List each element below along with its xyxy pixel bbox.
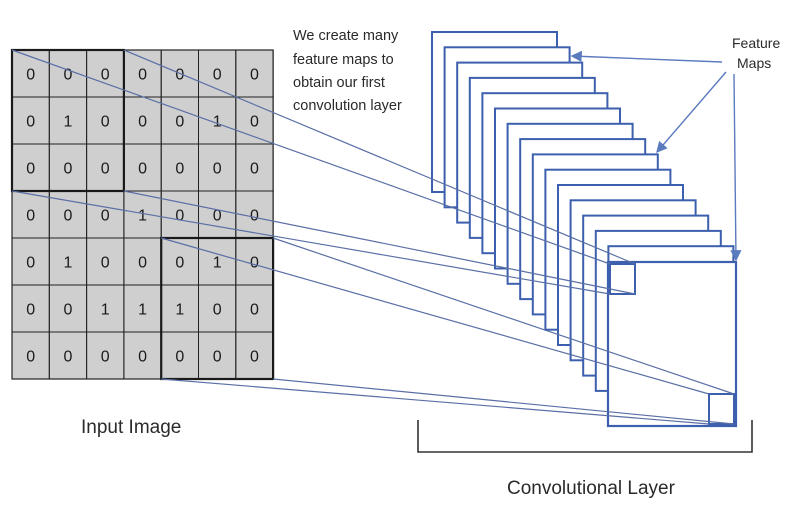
- grid-cell-value: 0: [63, 161, 72, 178]
- grid-cell-value: 0: [250, 161, 259, 178]
- feature-map-arrow: [656, 71, 727, 154]
- connector-line: [161, 378, 710, 425]
- grid-cell-value: 0: [26, 161, 35, 178]
- connector-line: [11, 49, 611, 265]
- grid-cell-value: 0: [101, 208, 110, 225]
- convolutional-layer-bracket: [417, 420, 753, 453]
- grid-cell-value: 1: [63, 114, 72, 131]
- grid-cell-value: 0: [175, 208, 184, 225]
- grid-cell-value: 0: [101, 67, 110, 84]
- grid-cell-value: 1: [213, 114, 222, 131]
- annotation-line: feature maps to: [293, 52, 394, 68]
- grid-cell-value: 0: [138, 114, 147, 131]
- grid-cell-value: 0: [250, 67, 259, 84]
- grid-cell-value: 0: [213, 208, 222, 225]
- output-pixel-bottom-right: [708, 393, 735, 425]
- grid-cell-value: 0: [138, 255, 147, 272]
- grid-cell-value: 1: [63, 255, 72, 272]
- grid-cell-value: 0: [101, 114, 110, 131]
- connector-line: [161, 237, 710, 395]
- grid-cell-value: 1: [138, 208, 147, 225]
- grid-cell-value: 0: [63, 349, 72, 366]
- grid-cell-value: 0: [101, 161, 110, 178]
- input-image-grid: 0 0 0 0 0 0 0 0 1 0 0 0 1 0 0 0 0 0 0 0 0 0 0 0 1 0 0 0 0 1 0 0 0 1 0 0 0 1 1 1…: [10, 48, 275, 381]
- connector-lines: [11, 49, 735, 425]
- feature-map-stack: [431, 31, 738, 428]
- grid-cell-value: 0: [26, 67, 35, 84]
- feature-map-arrow: [570, 50, 723, 63]
- input-image-label: Input Image: [81, 417, 181, 438]
- grid-background: [11, 49, 274, 380]
- grid-cell-value: 0: [138, 67, 147, 84]
- feature-maps-label-line: Feature: [732, 35, 780, 51]
- connector-line: [123, 49, 636, 265]
- grid-cell-value: 0: [26, 302, 35, 319]
- grid-cell-value: 0: [213, 67, 222, 84]
- grid-cell-value: 0: [138, 161, 147, 178]
- grid-cell-value: 1: [138, 302, 147, 319]
- grid-cell-value: 0: [175, 114, 184, 131]
- grid-cell-value: 0: [26, 114, 35, 131]
- filter-window-top-left: [10, 48, 126, 193]
- connector-line: [273, 378, 735, 425]
- grid-cell-value: 0: [63, 302, 72, 319]
- grid-cell-value: 1: [101, 302, 110, 319]
- grid-cell-value: 1: [213, 255, 222, 272]
- grid-cell-value: 0: [63, 67, 72, 84]
- annotation-text: We create many feature maps to obtain ou…: [293, 28, 402, 114]
- grid-cell-value: 1: [175, 302, 184, 319]
- annotation-line: We create many: [293, 28, 399, 44]
- grid-cell-value: 0: [175, 161, 184, 178]
- grid-cell-value: 0: [250, 114, 259, 131]
- annotation-line: convolution layer: [293, 98, 402, 114]
- grid-cell-value: 0: [250, 349, 259, 366]
- feature-maps-label: Feature Maps: [732, 35, 784, 71]
- grid-cell-value: 0: [101, 349, 110, 366]
- filter-window-bottom-right: [160, 236, 275, 381]
- grid-cell-value: 0: [175, 349, 184, 366]
- connector-line: [11, 190, 611, 295]
- grid-cell-value: 0: [63, 208, 72, 225]
- grid-cell-value: 0: [175, 255, 184, 272]
- connector-line: [123, 190, 636, 295]
- grid-cell-value: 0: [213, 349, 222, 366]
- connector-line: [272, 237, 735, 395]
- grid-cell-value: 0: [250, 302, 259, 319]
- grid-cell-value: 0: [26, 208, 35, 225]
- annotation-line: obtain our first: [293, 75, 385, 91]
- conv-layer-label: Convolutional Layer: [507, 478, 676, 499]
- feature-map-front: [606, 260, 738, 428]
- feature-map-arrow: [730, 73, 742, 262]
- output-pixel-top-left: [609, 263, 636, 295]
- grid-cell-value: 0: [175, 67, 184, 84]
- grid-cell-value: 0: [101, 255, 110, 272]
- grid-cell-value: 0: [138, 349, 147, 366]
- grid-cell-value: 0: [250, 208, 259, 225]
- grid-cell-value: 0: [213, 161, 222, 178]
- grid-cell-value: 0: [26, 255, 35, 272]
- grid-cell-value: 0: [250, 255, 259, 272]
- grid-cell-value: 0: [26, 349, 35, 366]
- feature-map-arrows: [570, 50, 742, 262]
- feature-maps-label-line: Maps: [737, 55, 771, 71]
- grid-cell-value: 0: [213, 302, 222, 319]
